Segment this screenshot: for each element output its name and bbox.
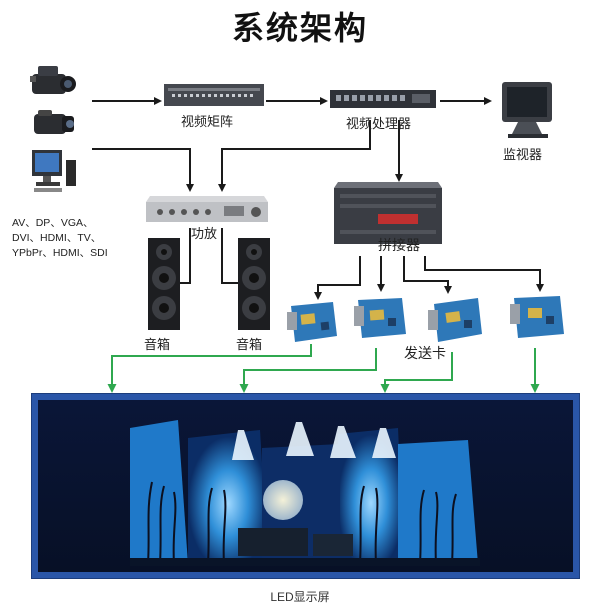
video-processor-label: 视频处理器 <box>346 116 412 131</box>
arrow-sources-to-amplifier <box>92 148 194 192</box>
green-arrow-card-1-to-screen <box>107 344 312 393</box>
sender-card-3-icon <box>428 298 482 342</box>
arrow-splicer-to-card-3 <box>403 256 452 294</box>
signal-types-line: AV、DP、VGA、 <box>12 217 94 229</box>
sender-card-2-icon <box>354 298 406 338</box>
sender-card-1-icon <box>287 302 337 342</box>
signal-types-line: YPbPr、HDMI、SDI <box>12 247 108 259</box>
sender-card-label: 发送卡 <box>404 345 446 361</box>
right-speaker-icon <box>238 238 270 330</box>
led-screen-frame <box>31 393 580 579</box>
green-arrow-card-3-to-screen <box>380 352 453 393</box>
green-arrow-card-2-to-screen <box>239 348 377 393</box>
splicer-label: 拼接器 <box>378 237 420 253</box>
led-screen-display <box>38 400 573 572</box>
video-matrix-device-icon <box>164 84 264 106</box>
right-speaker-label: 音箱 <box>236 337 263 352</box>
led-screen-label: LED显示屏 <box>270 590 330 604</box>
video-processor-device-icon <box>330 90 436 108</box>
desktop-computer-icon <box>32 150 76 192</box>
sender-card-4-icon <box>510 296 564 338</box>
left-speaker-label: 音箱 <box>144 337 171 352</box>
amplifier-label: 功放 <box>191 226 218 241</box>
splicer-device-icon <box>334 182 442 244</box>
left-speaker-icon <box>148 238 180 330</box>
arrow-splicer-to-card-1 <box>314 256 361 300</box>
video-camera-icon <box>34 110 74 134</box>
video-matrix-label: 视频矩阵 <box>181 114 234 129</box>
amplifier-device-icon <box>146 196 268 222</box>
signal-types-line: DVI、HDMI、TV、 <box>12 232 102 244</box>
monitor-device-icon <box>502 82 552 138</box>
monitor-label: 监视器 <box>503 147 543 162</box>
line-amplifier-to-right-speaker <box>221 228 243 284</box>
camcorder-icon <box>30 66 76 94</box>
diagram-title: 系统架构 <box>231 10 368 46</box>
signal-types-list: AV、DP、VGA、 DVI、HDMI、TV、 YPbPr、HDMI、SDI <box>12 216 108 261</box>
stage-scene-image <box>38 400 573 572</box>
arrow-splicer-to-card-4 <box>424 256 544 292</box>
arrow-matrix-to-amplifier <box>218 120 371 192</box>
